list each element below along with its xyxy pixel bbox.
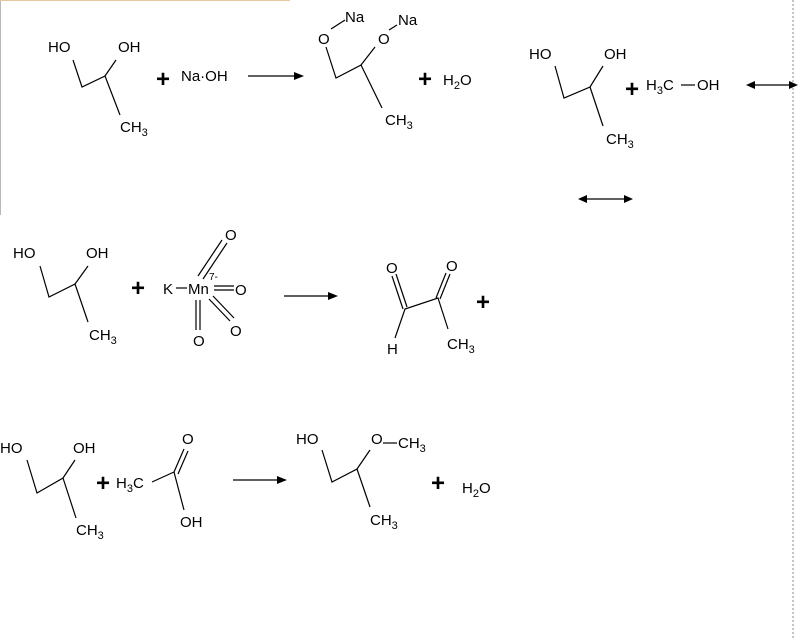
methyl-label: CH3 <box>606 131 634 151</box>
skeleton-bonds <box>325 46 376 79</box>
carbonyl-oxygen-label: O <box>182 431 194 448</box>
methyl-label: CH3 <box>120 119 148 139</box>
oxygen-label-top: O <box>225 227 237 244</box>
plus-sign: + <box>431 470 445 497</box>
methyl-label: CH3 <box>89 327 117 347</box>
equilibrium-double-arrow <box>746 81 798 89</box>
oxygen-label-left: O <box>318 31 330 48</box>
plus-sign: + <box>476 289 490 316</box>
aldehyde-hydrogen-label: H <box>387 341 398 358</box>
plus-sign: + <box>131 275 145 302</box>
hydroxyl-label-left: HO <box>13 245 36 262</box>
c-o-double-bond-left-a <box>391 275 404 310</box>
c-o-double-bond-right-a <box>435 272 447 299</box>
hydroxyl-label-left: HO <box>48 39 71 56</box>
mn-o-double-bond-top-b <box>202 242 228 280</box>
oxygen-label-left: O <box>386 260 398 277</box>
methoxy-methyl-label: CH3 <box>398 435 426 455</box>
c-o-double-bond-a <box>173 448 185 473</box>
sodium-label-left: Na <box>345 9 365 26</box>
methyl-bond <box>360 64 383 109</box>
hydroxyl-label-right: OH <box>73 440 96 457</box>
methyl-bond <box>589 86 604 127</box>
hydroxyl-label: HO <box>296 431 319 448</box>
o-na-bond-right <box>388 24 398 31</box>
methyl-label: H3C <box>116 475 144 495</box>
hydroxyl-label-right: OH <box>118 39 141 56</box>
hydroxyl-label-right: OH <box>604 46 627 63</box>
reaction-1: HO OH CH3 + Na·OH O Na O Na CH3 + H2O <box>48 9 472 139</box>
sodium-label-right: Na <box>398 12 418 29</box>
c-o-double-bond-right-b <box>439 273 451 300</box>
reaction-3: HO OH CH3 + H3C O OH HO O CH3 CH3 + <box>0 431 491 542</box>
hydroxyl-label-right: OH <box>86 245 109 262</box>
methyl-label: CH3 <box>76 522 104 542</box>
oxygen-label-lower-right: O <box>230 323 242 340</box>
skeleton-bonds <box>554 65 604 99</box>
propanediol-reactant-1: HO OH CH3 <box>48 39 148 139</box>
equilibrium-double-arrow-2 <box>578 195 633 203</box>
skeleton-bonds <box>26 459 76 494</box>
methanol-hydroxyl-label: OH <box>697 77 720 94</box>
hydroxyl-label-left: HO <box>0 440 23 457</box>
carbon-chain <box>394 297 449 339</box>
c-o-double-bond-b <box>177 450 189 475</box>
reaction-arrow <box>284 292 338 300</box>
c-oh-bond <box>173 471 185 511</box>
c-o-double-bond-left-b <box>395 273 408 308</box>
methanol-label: H3C <box>646 77 674 97</box>
methoxypropanol-product: HO O CH3 CH3 <box>296 431 426 532</box>
acetic-acid: H3C O OH <box>116 431 203 531</box>
potassium-permanganate: K Mn 7- O O O O <box>163 227 247 350</box>
reaction-arrow <box>248 72 304 80</box>
charge-label: 7- <box>209 272 218 283</box>
oxygen-label-right: O <box>235 282 247 299</box>
methyl-bond <box>62 477 77 519</box>
mn-o-double-bond-lower-right-a <box>208 298 231 322</box>
water-label: H2O <box>462 480 491 500</box>
plus-sign: + <box>625 76 639 103</box>
propanediol-reactant-4: HO OH CH3 <box>0 440 104 542</box>
sodium-hydroxide-label: Na·OH <box>181 68 228 85</box>
water-label: H2O <box>443 72 472 92</box>
hydroxyl-label-left: HO <box>529 46 552 63</box>
oxygen-label-right: O <box>446 258 458 275</box>
skeleton-bonds <box>72 59 117 88</box>
skeleton-bonds <box>39 265 89 298</box>
plus-sign: + <box>156 66 170 93</box>
reaction-1b: HO OH CH3 + H3C OH <box>529 46 798 203</box>
methyl-bond <box>356 468 371 508</box>
o-na-bond-left <box>330 19 346 30</box>
ether-oxygen-label: O <box>371 431 383 448</box>
skeleton-bonds <box>321 449 371 483</box>
disodium-alkoxide-product: O Na O Na CH3 <box>318 9 418 132</box>
potassium-label: K <box>163 281 173 298</box>
reaction-arrow <box>233 476 287 484</box>
acid-hydroxyl-label: OH <box>180 514 203 531</box>
oxygen-label-bottom: O <box>193 333 205 350</box>
oxygen-label-right: O <box>378 31 390 48</box>
plus-sign: + <box>418 66 432 93</box>
methyl-label: CH3 <box>385 112 413 132</box>
reaction-2: HO OH CH3 + K Mn 7- O O O O <box>13 227 490 358</box>
manganese-label: Mn <box>188 281 209 298</box>
methylglyoxal-product: O O H CH3 <box>386 258 475 358</box>
methyl-bond <box>74 283 89 323</box>
methyl-bond <box>104 75 121 116</box>
c-c-bond <box>151 471 175 483</box>
propanediol-reactant-3: HO OH CH3 <box>13 245 117 347</box>
methyl-label: CH3 <box>447 336 475 356</box>
methyl-label: CH3 <box>370 512 398 532</box>
mn-o-double-bond-top-a <box>197 239 223 277</box>
mn-o-double-bond-lower-right-b <box>212 295 235 319</box>
plus-sign: + <box>96 470 110 497</box>
propanediol-reactant-2: HO OH CH3 <box>529 46 634 151</box>
